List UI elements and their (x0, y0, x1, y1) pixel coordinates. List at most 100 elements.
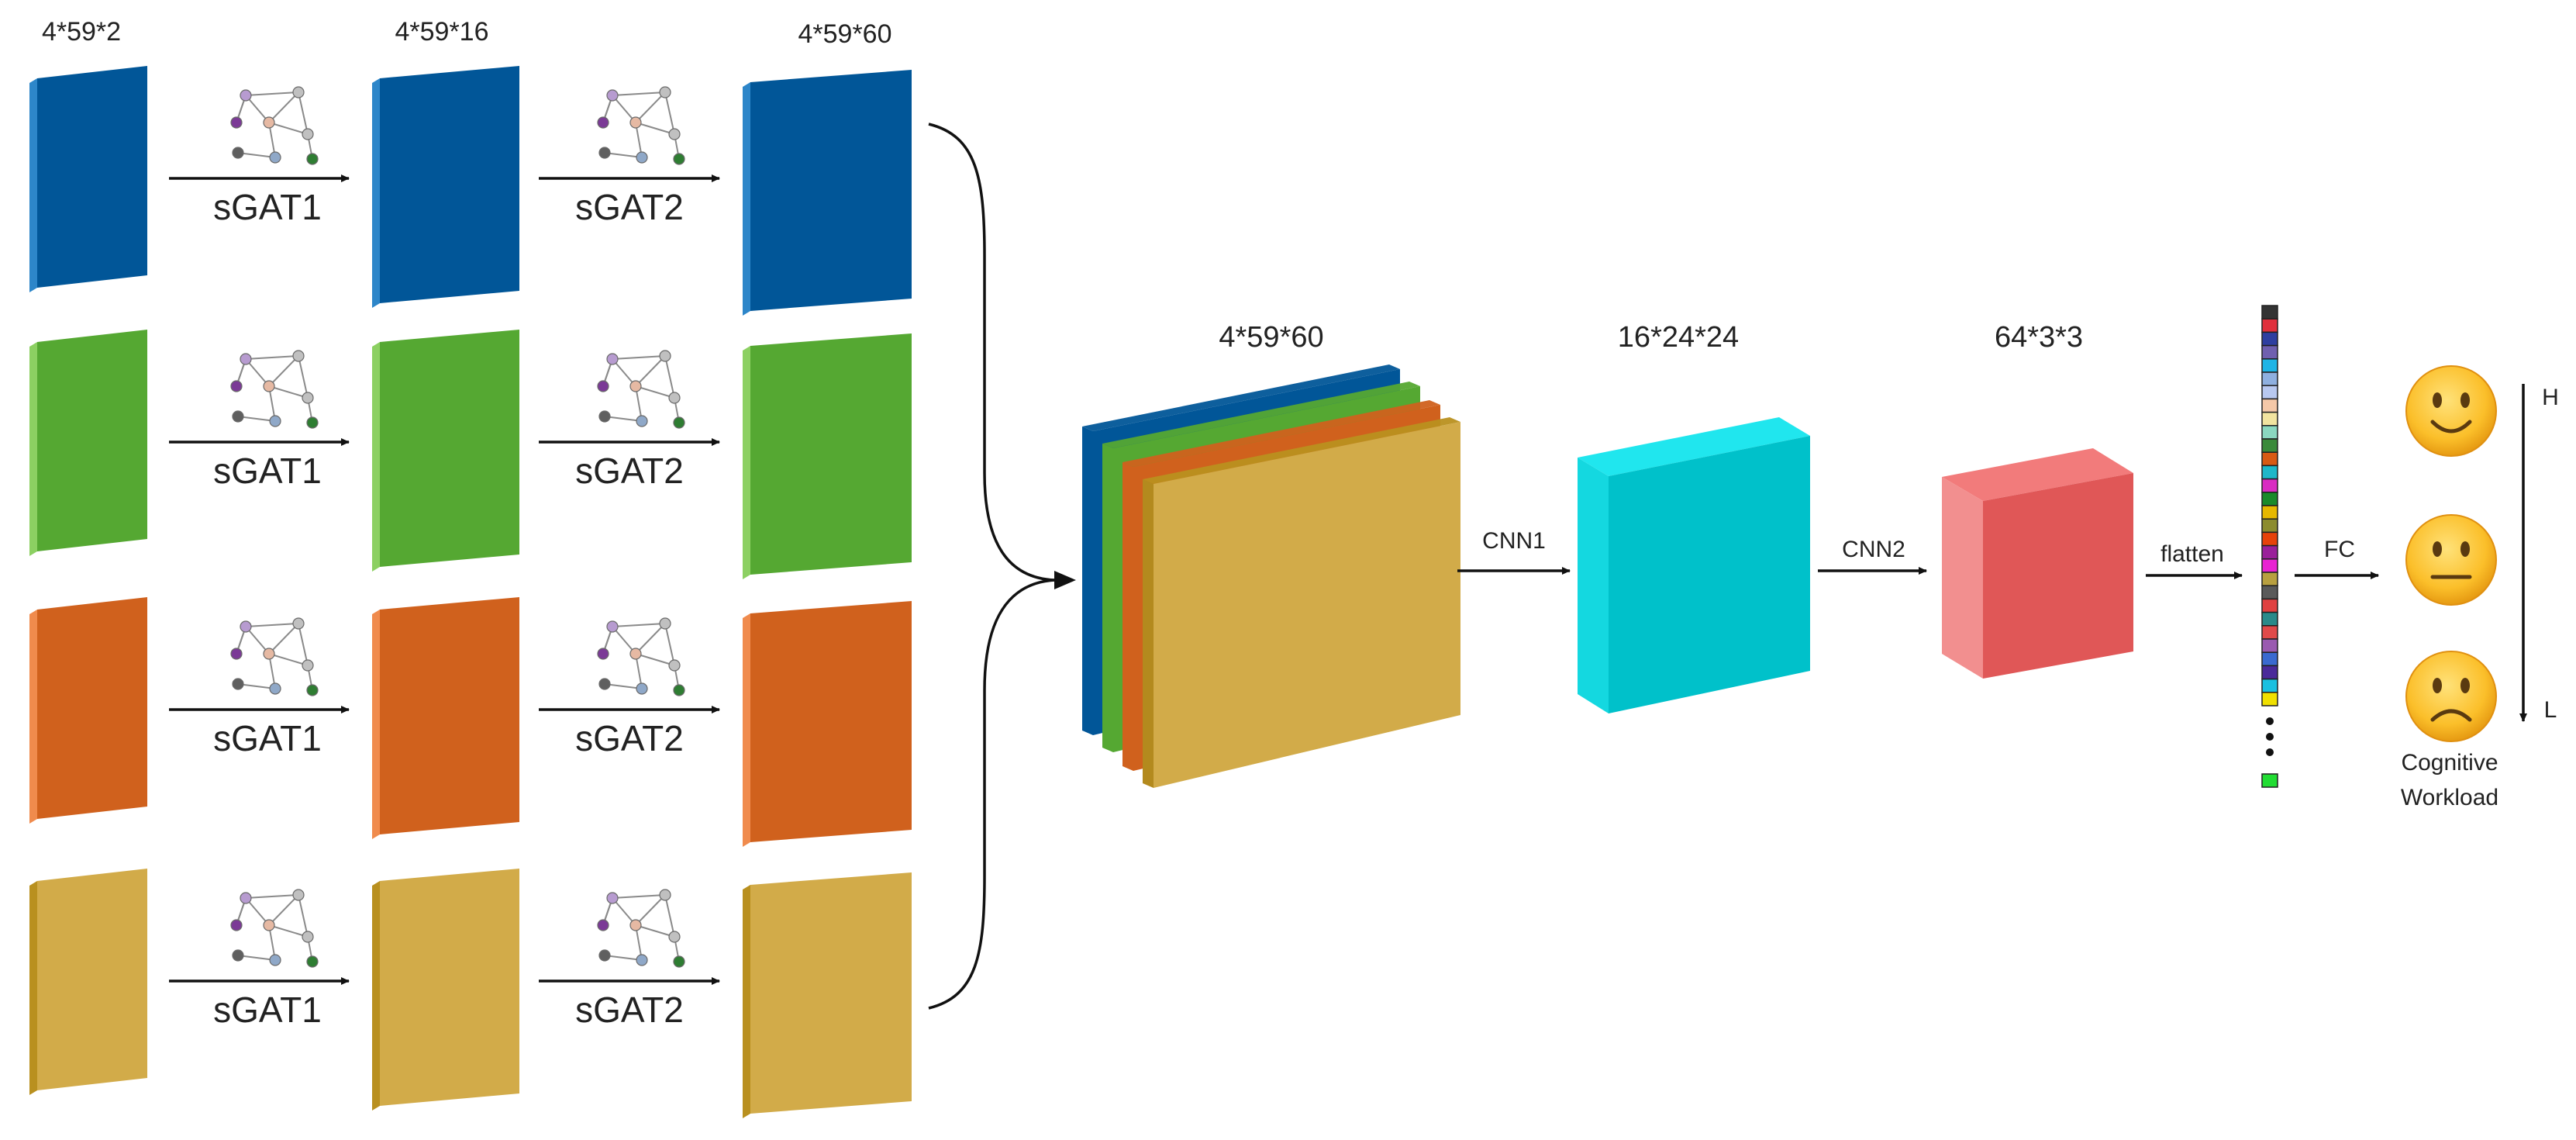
graph-edge (635, 653, 643, 689)
neutral-face-icon (2405, 514, 2497, 606)
graph-edge (604, 416, 643, 422)
face-eye (2433, 392, 2442, 408)
gold-feature-map-1 (372, 869, 519, 1111)
slab-side (743, 82, 750, 316)
green-feature-map-1 (372, 330, 519, 572)
orange-feature-map-0 (29, 597, 147, 824)
graph-node (302, 128, 314, 140)
graph-node (302, 659, 314, 672)
merged-layer-front (1154, 422, 1460, 788)
merged-layer-top (1143, 417, 1460, 484)
graph-edge (635, 653, 675, 666)
orange-feature-map-2 (743, 601, 912, 847)
flatten-cell (2261, 638, 2278, 653)
merged-layer-side (1122, 462, 1133, 771)
gold-feature-map-0 (29, 869, 147, 1095)
graph-edge (237, 152, 276, 158)
graph-node (606, 620, 619, 633)
graph-edge (604, 683, 643, 689)
graph-node (597, 919, 609, 931)
graph-node (659, 86, 671, 98)
merge-arrowhead (1054, 571, 1076, 589)
orange-sgat1-label: sGAT1 (213, 718, 322, 758)
graph-edge (268, 924, 276, 961)
flatten-cell (2261, 678, 2278, 693)
graph-node (668, 931, 681, 943)
sgat1-dims-label: 4*59*16 (395, 17, 488, 47)
graph-node (292, 617, 305, 630)
graph-edge (635, 92, 666, 123)
green-feature-map-0 (29, 330, 147, 556)
graph-edge (635, 122, 643, 158)
flatten-cell (2261, 465, 2278, 480)
graph-node (673, 684, 685, 696)
orange-sgat2-label: sGAT2 (575, 718, 684, 758)
face-eye (2460, 678, 2470, 693)
graph-node (230, 116, 243, 129)
graph-node (306, 153, 319, 165)
graph-node (240, 620, 252, 633)
graph-edge (664, 894, 675, 938)
graph-node (597, 380, 609, 392)
graph-edge (245, 358, 270, 387)
cnn1-front (1609, 436, 1810, 713)
cnn2-top (1942, 448, 2133, 501)
graph-edge (298, 92, 309, 135)
slab-front (750, 872, 912, 1114)
graph-edge (268, 385, 309, 399)
graph-node (292, 889, 305, 901)
blue-feature-map-1 (372, 66, 519, 308)
cnn2-front (1983, 473, 2133, 679)
orange-feature-map-1 (372, 597, 519, 839)
slab-front (380, 330, 519, 567)
flatten-cell (2261, 531, 2278, 547)
green-sgat2-label: sGAT2 (575, 451, 684, 491)
slab-front (750, 601, 912, 842)
cnn1-top (1578, 417, 1810, 476)
graph-node (668, 128, 681, 140)
graph-node (292, 350, 305, 362)
flatten-cell (2261, 651, 2278, 667)
graph-node (598, 410, 611, 423)
slab-side (372, 881, 380, 1111)
graph-edge (237, 416, 276, 422)
graph-edge (268, 92, 299, 123)
gold-sgat2-label: sGAT2 (575, 990, 684, 1030)
happy-face-icon (2405, 365, 2497, 457)
face-eye (2433, 541, 2442, 557)
graph-edge (604, 955, 643, 961)
merged-layer-top (1082, 364, 1400, 431)
flatten-edge-label: flatten (2160, 541, 2224, 567)
slab-front (37, 330, 147, 551)
graph-node (302, 931, 314, 943)
graph-node (269, 415, 281, 427)
graph-edge (245, 92, 299, 96)
blue-sgat1-graph-icon (230, 86, 319, 165)
fc-edge-label: FC (2324, 537, 2355, 562)
graph-edge (268, 653, 276, 689)
graph-edge (635, 924, 643, 961)
slab-side (29, 610, 37, 824)
graph-node (269, 682, 281, 695)
merged-layer-top (1122, 400, 1440, 467)
flatten-cell (2261, 385, 2278, 400)
flatten-cell (2261, 585, 2278, 600)
graph-node (673, 416, 685, 429)
graph-node (232, 678, 244, 690)
graph-node (606, 892, 619, 904)
ellipsis-dot (2266, 748, 2274, 756)
blue-sgat2-graph-icon (597, 86, 685, 165)
graph-node (263, 648, 275, 660)
flatten-cell (2261, 505, 2278, 520)
flatten-cell (2261, 331, 2278, 347)
graph-node (636, 954, 648, 966)
graph-node (302, 392, 314, 404)
orange-sgat2-graph-icon (597, 617, 685, 696)
graph-node (598, 678, 611, 690)
flatten-cell (2261, 611, 2278, 627)
flatten-cell (2261, 411, 2278, 427)
slab-side (372, 78, 380, 308)
graph-node (230, 380, 243, 392)
graph-edge (268, 355, 299, 387)
